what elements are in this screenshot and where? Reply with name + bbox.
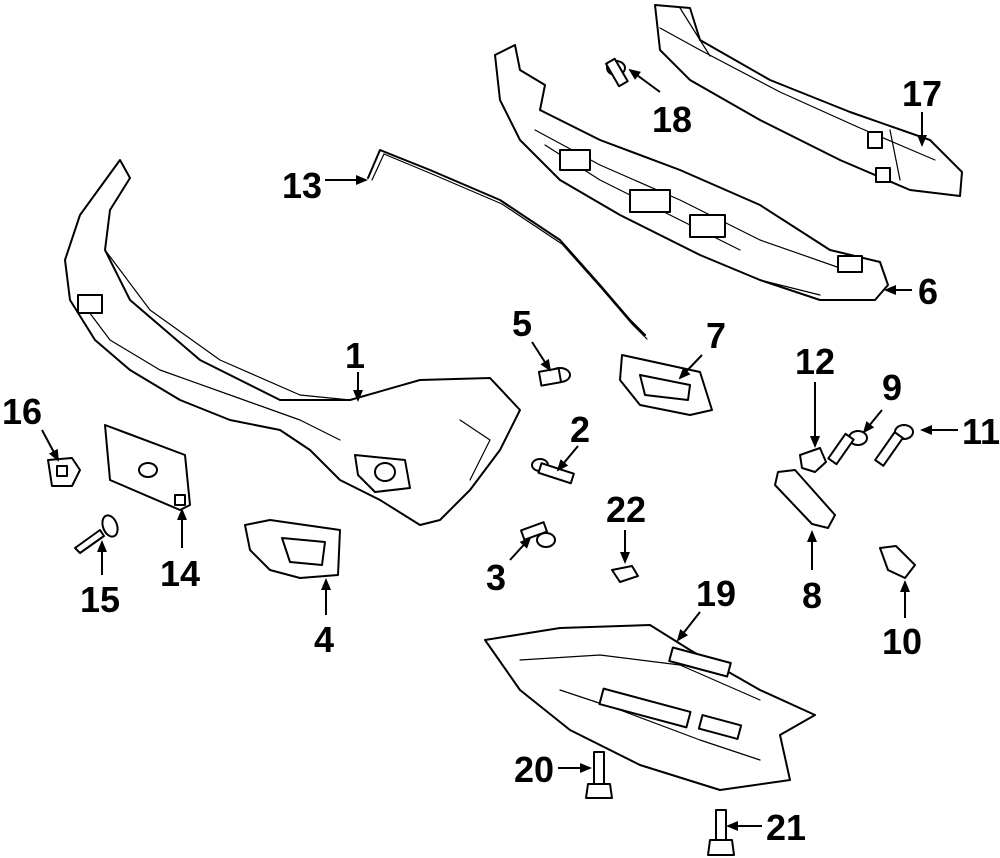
callout-10: 10 — [882, 621, 922, 662]
leader-5 — [531, 341, 552, 372]
clip — [47, 457, 81, 487]
bracket — [774, 469, 836, 529]
bolt — [537, 367, 571, 387]
fog-lamp-bezel-right — [619, 354, 713, 416]
rivet — [74, 514, 119, 554]
bolt — [827, 430, 868, 466]
callout-7: 7 — [706, 315, 726, 356]
callout-9: 9 — [882, 367, 902, 408]
leader-2 — [556, 445, 579, 472]
bumper-cover — [64, 159, 521, 526]
callout-labels: 1 2 3 4 5 6 7 8 9 10 11 12 13 14 15 16 1… — [2, 73, 1000, 848]
nut — [611, 565, 639, 583]
callout-18: 18 — [652, 99, 692, 140]
callout-13: 13 — [282, 165, 322, 206]
callout-2: 2 — [570, 409, 590, 450]
leader-lines — [41, 68, 958, 831]
clip — [799, 447, 827, 473]
license-plate-bracket — [104, 424, 191, 511]
callout-8: 8 — [802, 575, 822, 616]
callout-4: 4 — [314, 619, 334, 660]
callout-20: 20 — [514, 749, 554, 790]
bolt — [605, 57, 629, 88]
callout-21: 21 — [766, 807, 806, 848]
splash-shield — [484, 624, 816, 791]
fog-lamp-bezel-left — [244, 519, 341, 579]
bolt — [585, 751, 613, 799]
impact-bar — [654, 4, 963, 197]
callout-11: 11 — [962, 411, 1000, 452]
molding-strip — [367, 149, 648, 340]
callout-16: 16 — [2, 391, 42, 432]
callout-22: 22 — [606, 489, 646, 530]
bolt — [531, 458, 575, 485]
callout-15: 15 — [80, 579, 120, 620]
leader-16 — [41, 429, 59, 462]
bolt — [874, 424, 914, 467]
leader-18 — [628, 68, 661, 93]
callout-6: 6 — [918, 271, 938, 312]
lower-valance — [494, 44, 889, 301]
leader-19 — [676, 611, 701, 642]
callout-14: 14 — [160, 553, 200, 594]
bolt — [520, 521, 556, 548]
leader-3 — [509, 536, 532, 561]
bolt — [707, 809, 735, 856]
leader-9 — [862, 409, 883, 434]
clip — [879, 545, 916, 579]
callout-17: 17 — [902, 73, 942, 114]
callout-5: 5 — [512, 303, 532, 344]
callout-12: 12 — [795, 341, 835, 382]
callout-3: 3 — [486, 557, 506, 598]
callout-1: 1 — [345, 335, 365, 376]
callout-19: 19 — [696, 573, 736, 614]
leader-7 — [678, 354, 703, 380]
